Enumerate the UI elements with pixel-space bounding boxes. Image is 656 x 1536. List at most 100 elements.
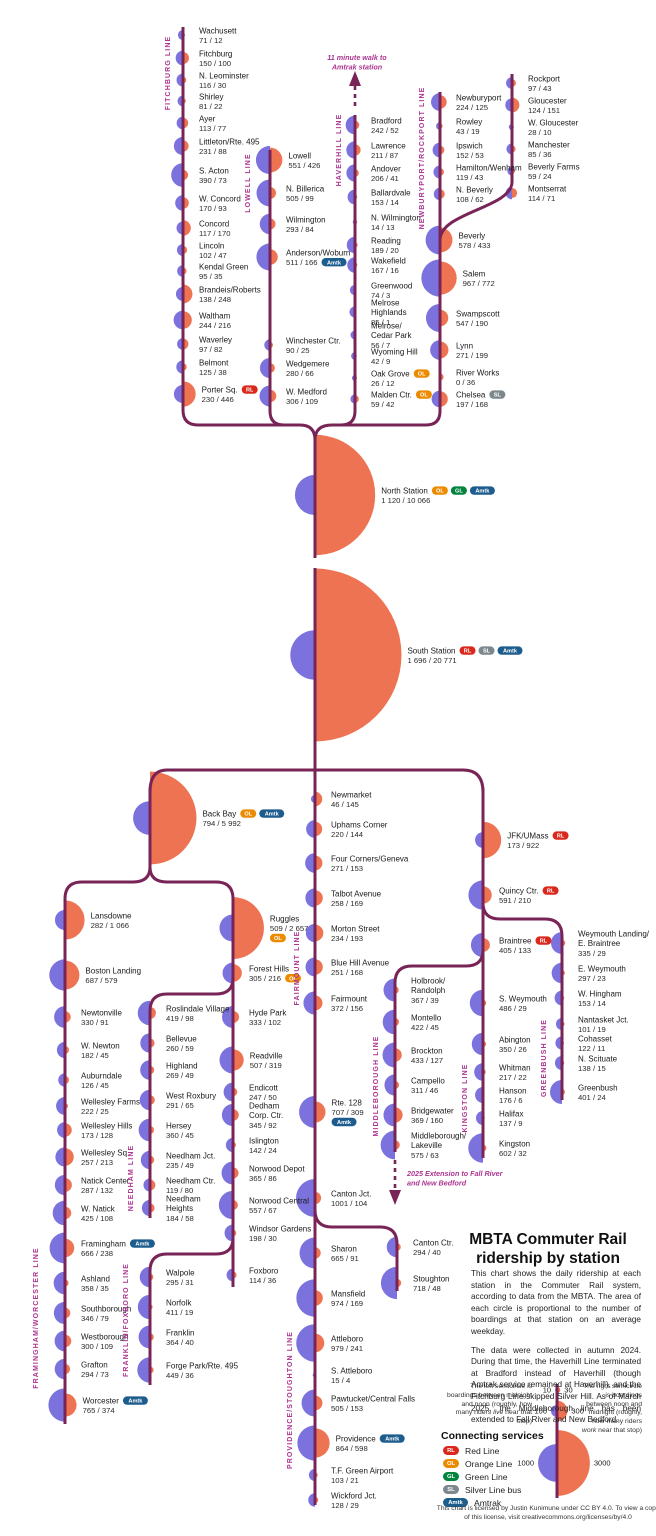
station-pm-semicircle [65, 1393, 77, 1417]
legend-right-note-em: work [581, 1426, 597, 1434]
station-pm-semicircle [270, 249, 278, 265]
station-name: Talbot Avenue [331, 889, 382, 898]
station-ridership: 71 / 12 [199, 36, 223, 45]
station-pm-semicircle [483, 938, 490, 952]
station-am-semicircle [346, 236, 355, 254]
station-ridership: 97 / 82 [199, 345, 223, 354]
station-ridership: 81 / 22 [199, 102, 223, 111]
station-pm-semicircle [315, 791, 323, 807]
station-am-semicircle [430, 340, 440, 360]
station-pm-semicircle [233, 1010, 240, 1024]
station-ridership: 486 / 29 [499, 1004, 527, 1013]
station-ridership: 401 / 24 [578, 1093, 607, 1102]
badge-rl-icon: RL [443, 1446, 459, 1455]
badge-label: OL [436, 489, 444, 495]
station-am-semicircle [175, 286, 183, 302]
station-name: Concord [199, 219, 229, 228]
station-name: Westborough [81, 1332, 128, 1341]
station-name: Hamilton/Wenham [456, 163, 522, 172]
station-name: Mansfield [331, 1289, 365, 1298]
station-pm-semicircle [183, 381, 196, 407]
station-name: Windsor Gardens [249, 1224, 311, 1233]
station-am-semicircle [347, 257, 355, 273]
station-am-semicircle [425, 225, 440, 255]
station-am-semicircle [53, 1271, 65, 1295]
station-pm-semicircle [483, 886, 492, 904]
station-ridership: 85 / 36 [528, 150, 552, 159]
station-name: Providence [336, 1434, 377, 1443]
station-am-semicircle [219, 914, 233, 942]
station-am-semicircle [433, 165, 440, 179]
route-path [63, 866, 152, 1424]
station-ridership: 153 / 14 [371, 198, 400, 207]
station-name: Montello [411, 1013, 442, 1022]
station-am-semicircle [475, 832, 483, 848]
station-pm-semicircle [440, 261, 457, 295]
badge-label: Amtk [385, 1437, 400, 1443]
station-am-semicircle [474, 1063, 483, 1081]
station-am-semicircle [308, 1493, 315, 1507]
station-ridership: 287 / 132 [81, 1186, 113, 1195]
badge-gl-icon [450, 486, 467, 495]
station-am-semicircle [222, 1006, 233, 1028]
station-name: Dedham [249, 1102, 280, 1111]
station-am-semicircle [140, 1060, 150, 1080]
station-ridership: 184 / 58 [166, 1214, 194, 1223]
station-am-semicircle [433, 187, 440, 201]
station-name: Wakefield [371, 256, 406, 265]
station-am-semicircle [55, 1147, 65, 1167]
station-ridership: 295 / 31 [166, 1278, 194, 1287]
station-name: Wedgemere [286, 359, 330, 368]
station-ridership: 687 / 579 [85, 976, 117, 985]
badge-amtk-icon: Amtk [443, 1498, 468, 1507]
station-ridership: 211 / 87 [371, 151, 398, 160]
line-name-label: NEWBURYPORT/ROCKPORT LINE [419, 87, 426, 230]
legend-right-note: The right semicircle is boardings betwee… [578, 1383, 642, 1436]
station-am-semicircle [305, 957, 315, 977]
station-ridership: 294 / 40 [413, 1248, 441, 1257]
badge-label: RL [557, 834, 565, 840]
station-ridership: 126 / 45 [81, 1081, 109, 1090]
station-name: E. Weymouth [578, 964, 626, 973]
badge-label: Amtk [327, 260, 342, 266]
station-name: Andover [371, 164, 401, 173]
station-ridership: 26 / 12 [371, 379, 395, 388]
station-ridership: 43 / 19 [456, 127, 480, 136]
station-pm-semicircle [315, 1395, 323, 1411]
station-name: Lawrence [371, 141, 406, 150]
station-name: Littleton/Rte. 495 [199, 137, 260, 146]
station-am-semicircle [255, 145, 270, 175]
station-am-semicircle [347, 189, 355, 205]
station-name: Roslindale Village [166, 1004, 230, 1013]
station-name: Hersey [166, 1121, 191, 1130]
station-name: Readville [250, 1051, 283, 1060]
station-am-semicircle [475, 1087, 483, 1103]
station-am-semicircle [176, 116, 183, 130]
station-ridership: 108 / 62 [456, 195, 484, 204]
station-name: W. Natick [81, 1204, 116, 1213]
station-am-semicircle [345, 115, 355, 135]
station-ridership: 257 / 213 [81, 1158, 113, 1167]
line-name-label: FITCHBURG LINE [165, 36, 172, 111]
station-name: Beverly Farms [528, 162, 580, 171]
station-am-semicircle [49, 1232, 65, 1264]
station-name: Sharon [331, 1244, 357, 1253]
station-name: Needham Jct. [166, 1151, 215, 1160]
badge-label: RL [547, 889, 555, 895]
station-am-semicircle [432, 142, 440, 158]
station-ridership: 505 / 153 [331, 1404, 363, 1413]
line-name-label: NEEDHAM LINE [128, 1145, 135, 1211]
arrow-up-icon [349, 71, 361, 86]
badge-label: OL [418, 372, 426, 378]
station-pm-semicircle [65, 1238, 75, 1258]
station-am-semicircle [468, 1133, 483, 1163]
station-ridership: 591 / 210 [499, 896, 531, 905]
badge-amtk-icon [321, 258, 347, 267]
station-name: Newmarket [331, 790, 372, 799]
scale-pm-value: 3000 [594, 1459, 611, 1468]
station-name: Oak Grove [371, 369, 410, 378]
station-pm-semicircle [440, 309, 449, 327]
station-am-semicircle [48, 1388, 65, 1422]
station-name: Whitman [499, 1063, 531, 1072]
station-pm-semicircle [440, 227, 453, 253]
